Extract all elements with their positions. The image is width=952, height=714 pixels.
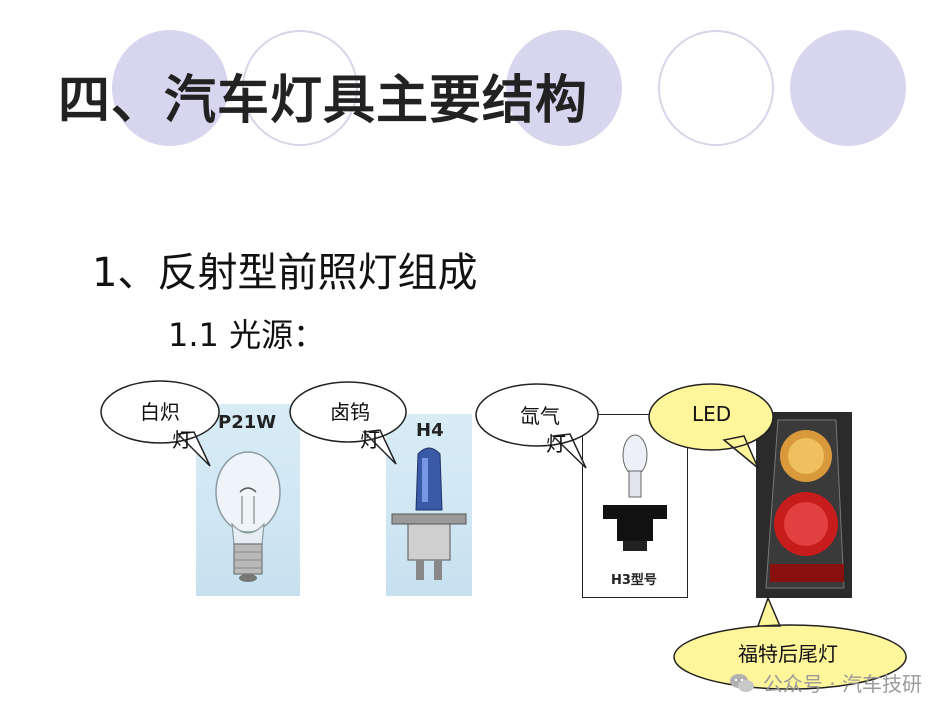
decor-circle-2	[242, 30, 358, 146]
watermark: 公众号 · 汽车技研	[729, 668, 922, 697]
incandescent-bulb-photo: P21W	[196, 404, 300, 596]
bulb-label-p21w: P21W	[218, 412, 277, 433]
decor-circle-5	[790, 30, 906, 146]
halogen-bulb-icon	[391, 447, 467, 580]
decor-circle-1	[112, 30, 228, 146]
bulb-label-h3: H3型号	[611, 573, 657, 588]
bubble-text-halogen-2: 灯	[360, 428, 380, 452]
led-taillight-photo	[756, 412, 852, 598]
slide-subtitle: 1、反射型前照灯组成	[92, 250, 478, 296]
bubble-text-incandescent-2: 灯	[172, 428, 192, 452]
xenon-bulb-photo: H3型号	[582, 414, 688, 598]
watermark-text: 公众号 · 汽车技研	[762, 672, 922, 696]
bubble-text-halogen-1: 卤钨	[330, 400, 370, 424]
wechat-icon	[729, 673, 754, 692]
xenon-bulb-icon	[603, 434, 667, 551]
taillight-icon	[756, 412, 852, 598]
bubble-text-xenon-1: 氙气	[520, 404, 560, 428]
decor-circle-3	[506, 30, 622, 146]
bubble-text-xenon-2: 灯	[546, 432, 566, 456]
halogen-bulb-photo: H4	[386, 414, 472, 596]
section-heading: 1.1 光源：	[168, 316, 326, 354]
bubble-text-incandescent-1: 白炽	[140, 400, 180, 424]
decor-circle-4	[658, 30, 774, 146]
bulb-label-h4: H4	[416, 420, 444, 441]
slide-title: 四、汽车灯具主要结构	[58, 71, 589, 131]
caption-ford-taillight: 福特后尾灯	[738, 642, 838, 666]
bubble-text-led: LED	[692, 402, 732, 426]
incandescent-bulb-icon	[215, 451, 281, 582]
